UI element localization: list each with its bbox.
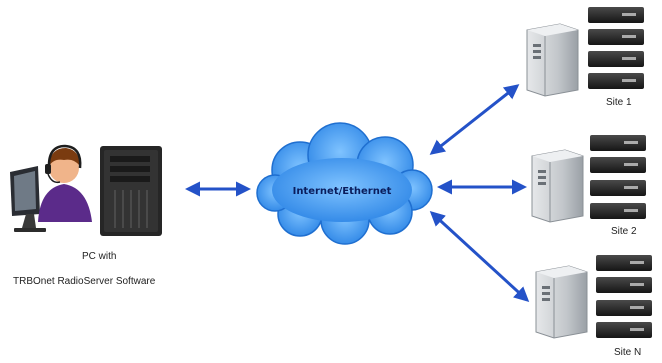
site-n-equipment [535,255,652,339]
network-cloud-icon: Internet/Ethernet [256,122,433,245]
connection-arrows [185,84,530,303]
site-2-label: Site 2 [611,226,637,237]
arrow-network-to-site-1 [429,84,520,155]
pc-label-line-2: TRBOnet RadioServer Software [13,276,156,287]
site-1-equipment [526,7,644,97]
rack-unit-icon [596,255,652,338]
network-label: Internet/Ethernet [293,186,392,197]
site-1-label: Site 1 [606,97,632,108]
pc-tower-icon [100,146,162,236]
pc-workstation-icon [10,144,92,232]
site-2-equipment [531,135,646,223]
monitor-icon [10,166,46,232]
server-icon [531,149,584,223]
arrow-network-to-site-n [429,210,530,303]
rack-unit-icon [590,135,646,219]
operator-headset-icon [38,144,92,222]
server-icon [526,23,579,97]
server-icon [535,265,588,339]
site-n-label: Site N [614,347,642,358]
pc-label-line-1: PC with [82,251,117,262]
rack-unit-icon [588,7,644,89]
